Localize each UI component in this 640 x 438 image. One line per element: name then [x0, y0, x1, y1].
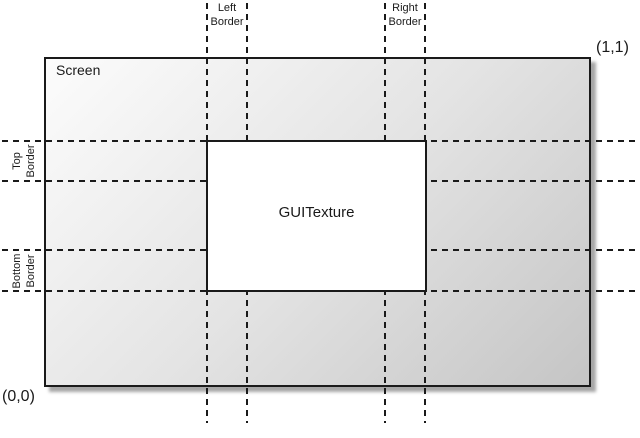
coordinate-bottom-left: (0,0) — [2, 388, 35, 405]
right-border-label-line1: Right — [392, 2, 418, 14]
right-border-label-line2: Border — [388, 16, 422, 28]
guitexture-label: GUITexture — [278, 204, 355, 221]
bottom-border-label-line1: Bottom — [11, 253, 23, 289]
bottom-border-label-line2: Border — [25, 254, 37, 288]
left-border-label-line1: Left — [217, 2, 237, 14]
coordinate-top-right: (1,1) — [596, 39, 629, 56]
screen-label: Screen — [56, 62, 101, 78]
top-border-label: Top Border — [10, 137, 38, 185]
top-border-label-line1: Top — [11, 152, 23, 170]
left-border-label-line2: Border — [210, 16, 244, 28]
bottom-border-label: Bottom Border — [10, 247, 38, 295]
guitexture-rectangle — [206, 140, 427, 292]
left-border-label: Left Border — [184, 1, 270, 29]
top-border-label-line2: Border — [25, 144, 37, 178]
right-border-label: Right Border — [362, 1, 448, 29]
